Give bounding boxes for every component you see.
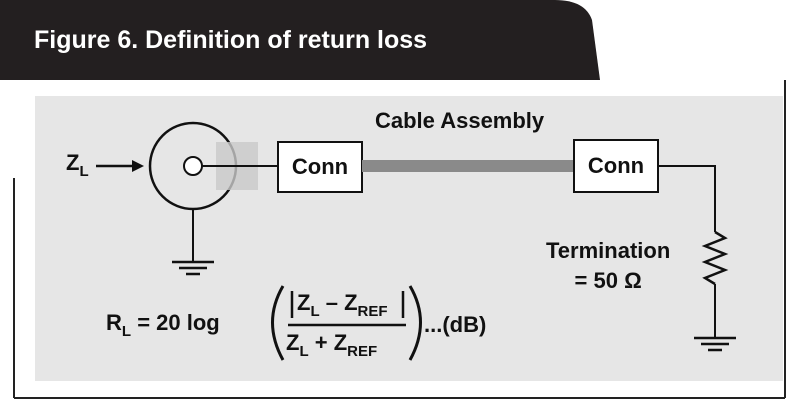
equation-denominator: ZL + ZREF [286, 330, 378, 360]
termination-wire [658, 165, 716, 232]
arrow-right-icon [96, 160, 144, 172]
figure-title: Figure 6. Definition of return loss [34, 26, 428, 54]
ground-icon [694, 336, 736, 352]
ground-icon [172, 209, 214, 276]
equation-left-paren [271, 285, 285, 361]
right-connector-box [573, 139, 659, 193]
left-connector-box [277, 141, 363, 193]
equation-right-paren [408, 285, 422, 361]
termination-label: Termination = 50 Ω [546, 238, 671, 293]
left-connector-label: Conn [291, 154, 349, 179]
input-impedance-label: ZL [66, 150, 89, 180]
right-connector-label: Conn [587, 153, 645, 178]
equation-unit-suffix: ...(dB) [424, 312, 487, 337]
equation-lhs: RL = 20 log [106, 310, 220, 340]
figure-header-bar [0, 0, 600, 80]
resistor-icon [701, 230, 729, 286]
equation-numerator: ZL – ZREF [297, 290, 388, 320]
cable-assembly-label: Cable Assembly [375, 108, 545, 133]
